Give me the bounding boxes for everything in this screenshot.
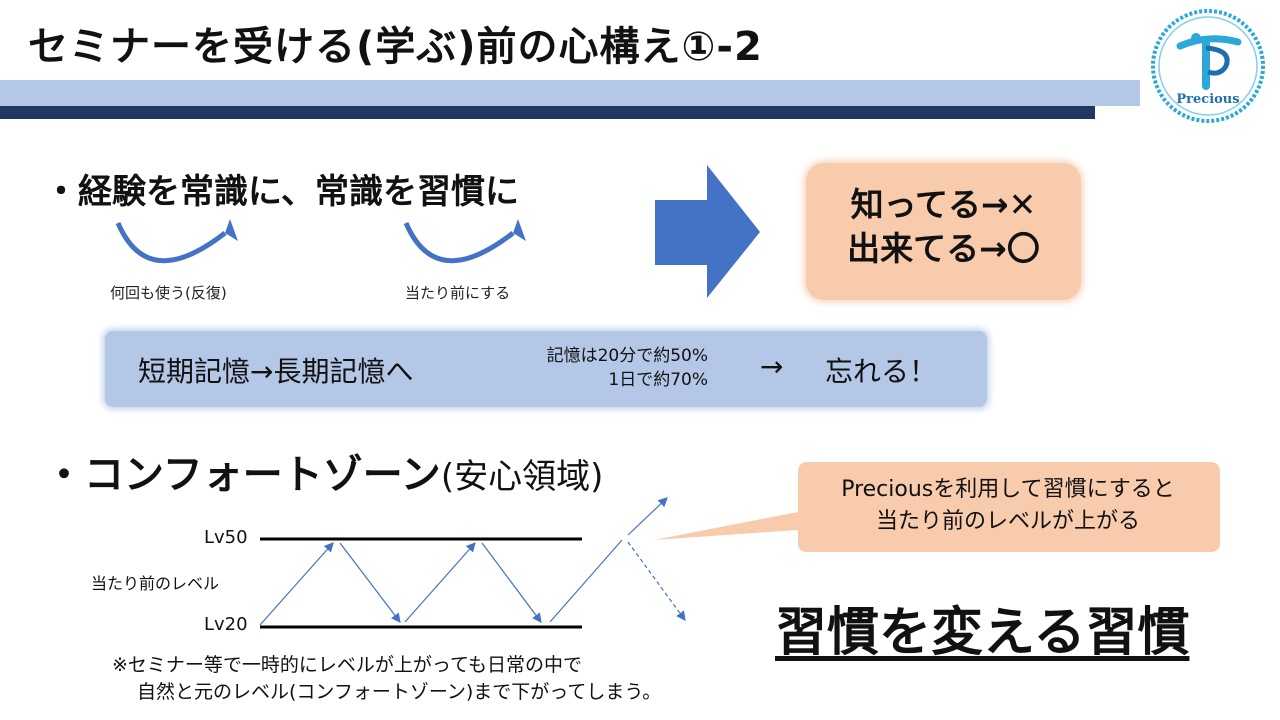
zigzag-up-3 — [549, 539, 623, 623]
comfort-zone-suffix: (安心領域) — [440, 457, 604, 497]
callout-text: Preciousを利用して習慣にすると 当たり前のレベルが上がる — [796, 474, 1220, 538]
memory-detail-20min: 記憶は20分で約50% — [546, 346, 708, 366]
bullet-comfort-zone: ・コンフォートゾーン(安心領域) — [44, 442, 603, 500]
callout-line1: Preciousを利用して習慣にすると — [841, 477, 1175, 502]
comfort-zone-label: ・コンフォートゾーン — [44, 452, 441, 498]
level-low-label: Lv20 — [204, 614, 248, 635]
bullet-experience: ・経験を常識に、常識を習慣に — [44, 172, 519, 212]
memory-detail: 記憶は20分で約50% 1日で約70% — [480, 344, 708, 392]
memory-box — [105, 331, 987, 407]
result-text: 知ってる→✕ 出来てる→〇 — [806, 183, 1081, 271]
footnote-line1: ※セミナー等で一時的にレベルが上がっても日常の中で — [112, 654, 583, 676]
fall-arrow-dashed — [627, 541, 686, 621]
zigzag-down-1 — [339, 542, 401, 623]
header-band-dark — [0, 106, 1095, 119]
level-diagram — [259, 497, 686, 629]
zigzag-up-1 — [259, 542, 334, 626]
habit-headline: 習慣を変える習慣 — [775, 603, 1190, 663]
level-axis-label: 当たり前のレベル — [91, 574, 220, 593]
memory-arrow: → — [760, 350, 784, 383]
page-title: セミナーを受ける(学ぶ)前の心構え①-2 — [28, 24, 763, 70]
label-repeat: 何回も使う(反復) — [110, 284, 227, 302]
curved-arrow-right-icon — [403, 219, 526, 264]
zigzag-up-2 — [404, 542, 476, 623]
label-make-normal: 当たり前にする — [405, 284, 511, 302]
level-high-label: Lv50 — [204, 527, 248, 548]
footnote-line2: 自然と元のレベル(コンフォートゾーン)まで下がってしまう。 — [137, 681, 662, 703]
memory-detail-1day: 1日で約70% — [608, 370, 708, 390]
memory-main: 短期記憶→長期記憶へ — [138, 355, 414, 388]
logo-text: Precious — [1176, 92, 1239, 107]
header-band-light — [0, 80, 1140, 106]
precious-logo: Precious — [1151, 9, 1265, 123]
result-know: 知ってる→✕ — [850, 185, 1037, 224]
curved-arrow-left-icon — [115, 219, 238, 264]
result-box — [806, 163, 1081, 300]
big-right-arrow-icon — [655, 165, 760, 298]
memory-forget: 忘れる！ — [825, 355, 938, 388]
footnote: ※セミナー等で一時的にレベルが上がっても日常の中で 自然と元のレベル(コンフォー… — [112, 652, 661, 706]
rise-arrow — [627, 497, 668, 536]
callout-line2: 当たり前のレベルが上がる — [875, 509, 1140, 534]
callout-bubble — [654, 462, 1220, 552]
result-can-do: 出来てる→〇 — [847, 229, 1040, 268]
zigzag-down-2 — [481, 542, 542, 623]
